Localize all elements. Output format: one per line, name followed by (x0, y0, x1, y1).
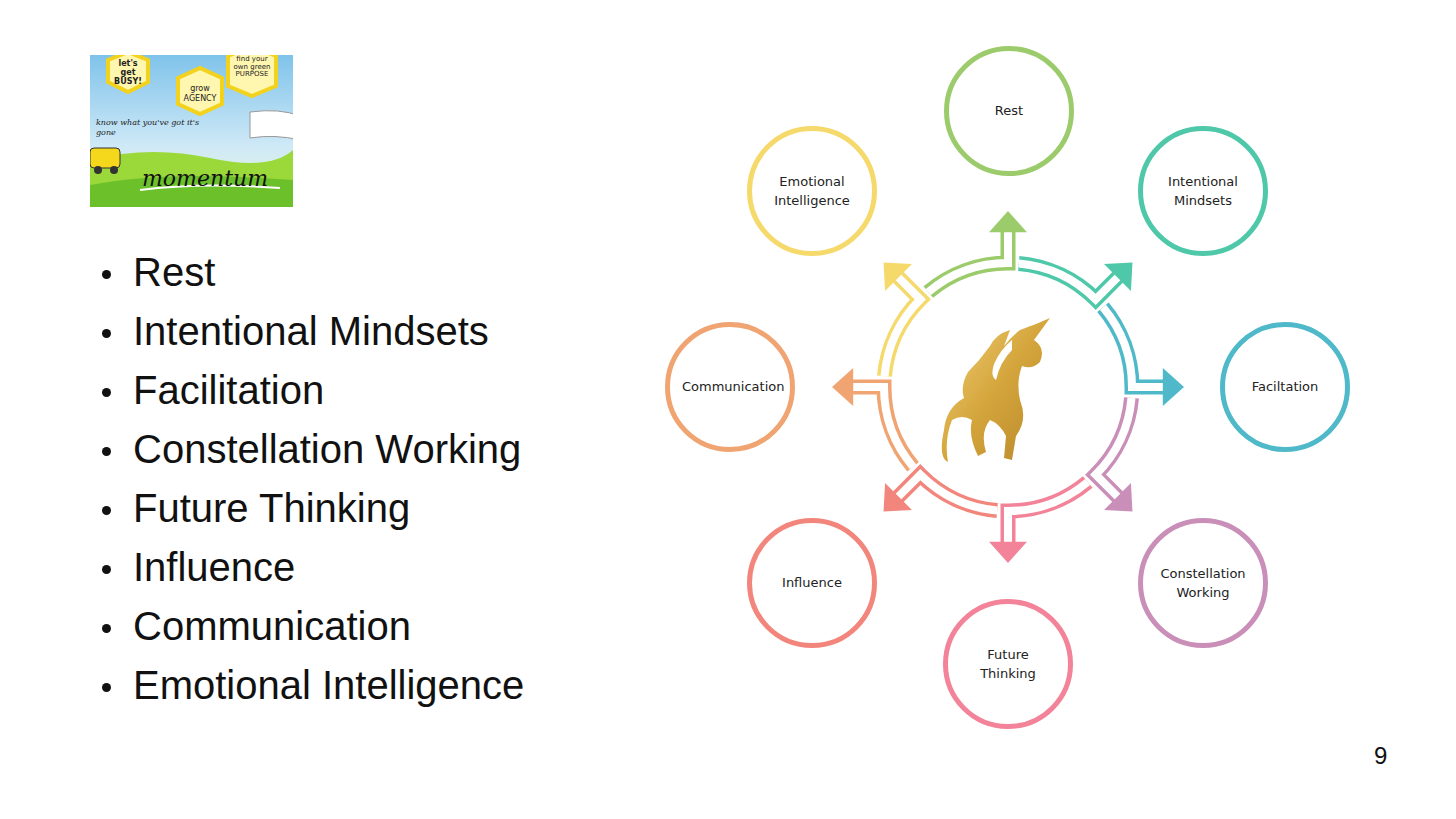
ring-segment (850, 387, 913, 467)
bullet-dot (102, 388, 111, 397)
bullet-dot (102, 329, 111, 338)
circle-label: Future Thinking (960, 645, 1056, 684)
bullet-item: Future Thinking (133, 486, 410, 531)
ring-segment (1019, 263, 1120, 299)
bullet-item: Intentional Mindsets (133, 309, 489, 354)
ring-segment (850, 387, 913, 467)
ring-segment (1019, 263, 1120, 299)
arrow-head (884, 263, 912, 291)
thumbnail-text: let's get BUSY! (110, 60, 146, 86)
bullet-dot (102, 447, 111, 456)
arrow-head (1163, 368, 1184, 406)
bullet-item: Emotional Intelligence (133, 663, 524, 708)
skill-circle: Constellation Working (1138, 518, 1268, 648)
arrow-head (1104, 263, 1132, 291)
circle-label: Rest (995, 101, 1023, 121)
ring-segment (1096, 398, 1132, 499)
thumbnail-text: find your own green PURPOSE (230, 56, 274, 79)
ring-segment (1096, 398, 1132, 499)
ring-segment (896, 475, 997, 511)
ring-segment (928, 229, 1008, 292)
arrow-head (832, 368, 853, 406)
bullet-item: Rest (133, 250, 215, 295)
arrow-head (989, 542, 1027, 563)
bullet-dot (102, 270, 111, 279)
bullet-item: Communication (133, 604, 411, 649)
bullet-dot (102, 565, 111, 574)
arrow-head (989, 211, 1027, 232)
unicorn-figure (942, 318, 1050, 462)
ring-segment (884, 275, 920, 376)
bullet-item: Influence (133, 545, 295, 590)
thumbnail-text: grow AGENCY (181, 84, 219, 103)
thumbnail-illustration (90, 55, 293, 207)
circle-label: Communication (682, 377, 778, 397)
ring-segment (928, 229, 1008, 292)
circle-label: Emotional Intelligence (764, 172, 860, 211)
ring-segment (1008, 482, 1088, 545)
arrow-head (1104, 483, 1132, 511)
ring-segment (884, 275, 920, 376)
circle-label: Intentional Mindsets (1155, 172, 1251, 211)
skill-circle: Faciltation (1220, 322, 1350, 452)
arrow-ring (832, 211, 1184, 563)
thumbnail-text: momentum (142, 166, 268, 191)
circle-label: Influence (782, 573, 842, 593)
bullet-dot (102, 683, 111, 692)
ring-segment (1008, 482, 1088, 545)
ring-segment (1103, 307, 1166, 387)
skill-circle: Future Thinking (943, 599, 1073, 729)
bullet-dot (102, 506, 111, 515)
skill-circle: Influence (747, 518, 877, 648)
ring-segment (896, 475, 997, 511)
skill-circle: Communication (665, 322, 795, 452)
page-number: 9 (1374, 742, 1387, 770)
ring-segment (1103, 307, 1166, 387)
skill-circle: Intentional Mindsets (1138, 126, 1268, 256)
bullet-item: Facilitation (133, 368, 324, 413)
bullet-item: Constellation Working (133, 427, 521, 472)
skill-circle: Emotional Intelligence (747, 126, 877, 256)
circle-label: Constellation Working (1155, 564, 1251, 603)
skill-circle: Rest (944, 46, 1074, 176)
arrow-head (884, 483, 912, 511)
bullet-dot (102, 624, 111, 633)
thumbnail-text: know what you've got it's gone (96, 118, 216, 137)
circle-label: Faciltation (1252, 377, 1319, 397)
